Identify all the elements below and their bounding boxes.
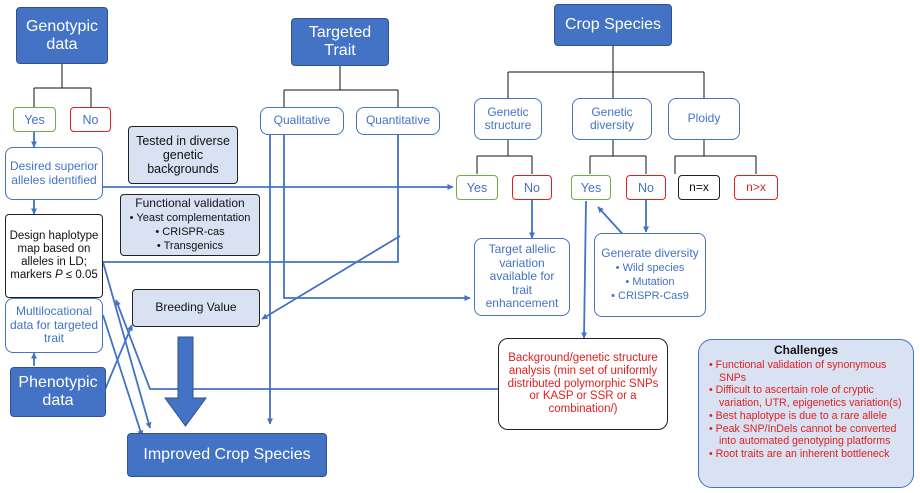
generate-diversity-title: Generate diversity	[601, 245, 699, 260]
yes-label: Yes	[24, 112, 45, 127]
list-item: Best haplotype is due to a rare allele	[707, 410, 905, 423]
targeted-trait-label: Targeted Trait	[308, 24, 372, 59]
qualitative-box: Qualitative	[260, 107, 344, 135]
list-item: Yeast complementation	[130, 212, 250, 226]
target-allelic-label: Target allelic variation available for t…	[485, 242, 559, 311]
list-item: CRISPR-Cas9	[611, 290, 689, 304]
desired-alleles-box: Desired superior alleles identified	[5, 147, 103, 200]
multilocational-box: Multilocational data for targeted trait	[5, 298, 103, 353]
tested-diverse-label: Tested in diverse genetic backgrounds	[136, 134, 230, 176]
structure-yes-box: Yes	[456, 175, 498, 200]
quantitative-box: Quantitative	[356, 107, 440, 135]
yes-label: Yes	[580, 180, 602, 195]
generate-diversity-list: Wild species Mutation CRISPR-Cas9	[611, 262, 689, 303]
phenotypic-data-box: Phenotypic data	[10, 367, 106, 417]
genotypic-yes-box: Yes	[13, 107, 56, 132]
targeted-trait-box: Targeted Trait	[291, 18, 389, 66]
improved-crop-species-box: Improved Crop Species	[127, 433, 327, 477]
crop-species-box: Crop Species	[554, 4, 672, 46]
ploidy-label: Ploidy	[687, 111, 721, 126]
diversity-yes-box: Yes	[571, 175, 611, 200]
big-down-arrow	[164, 336, 207, 427]
design-haplotype-threshold: ≤ 0.05	[62, 268, 98, 281]
functional-validation-list: Yeast complementation CRISPR-cas Transge…	[130, 212, 251, 254]
functional-validation-box: Functional validation Yeast complementat…	[120, 194, 260, 256]
tested-diverse-box: Tested in diverse genetic backgrounds	[128, 126, 238, 184]
list-item: CRISPR-cas	[130, 226, 251, 240]
no-label: No	[638, 180, 654, 195]
n-greater-x-label: n>x	[746, 179, 766, 194]
list-item: Difficult to ascertain role of cryptic v…	[707, 384, 905, 409]
genetic-structure-label: Genetic structure	[484, 104, 532, 132]
design-haplotype-text: Design haplotype map based on alleles in…	[9, 230, 99, 281]
n-equals-x-label: n=x	[689, 179, 709, 194]
crop-species-label: Crop Species	[564, 16, 662, 34]
list-item: Wild species	[611, 262, 689, 276]
generate-diversity-box: Generate diversity Wild species Mutation…	[594, 233, 706, 317]
functional-validation-title: Functional validation	[135, 195, 245, 210]
target-allelic-box: Target allelic variation available for t…	[474, 238, 570, 316]
breeding-value-label: Breeding Value	[155, 300, 237, 315]
challenges-list: Functional validation of synonymous SNPs…	[707, 359, 905, 461]
design-haplotype-box: Design haplotype map based on alleles in…	[5, 214, 103, 298]
list-item: Peak SNP/InDels cannot be converted into…	[707, 423, 905, 448]
background-analysis-box: Background/genetic structure analysis (m…	[498, 338, 668, 430]
background-analysis-label: Background/genetic structure analysis (m…	[507, 351, 659, 416]
no-label: No	[82, 112, 99, 127]
desired-alleles-label: Desired superior alleles identified	[9, 159, 99, 187]
phenotypic-data-label: Phenotypic data	[18, 374, 98, 409]
genetic-structure-box: Genetic structure	[474, 98, 542, 140]
list-item: Mutation	[611, 276, 689, 290]
ploidy-n-equals-x-box: n=x	[678, 175, 720, 200]
genotypic-no-box: No	[70, 107, 111, 132]
multilocational-label: Multilocational data for targeted trait	[9, 304, 99, 346]
improved-crop-species-label: Improved Crop Species	[143, 446, 311, 464]
structure-no-box: No	[512, 175, 552, 200]
list-item: Functional validation of synonymous SNPs	[707, 359, 905, 384]
design-haplotype-label: Design haplotype map based on alleles in…	[9, 230, 99, 282]
ploidy-n-greater-x-box: n>x	[734, 175, 778, 200]
list-item: Transgenics	[130, 240, 251, 254]
p-value-symbol: P	[54, 268, 63, 281]
breeding-value-box: Breeding Value	[132, 289, 260, 327]
genetic-diversity-box: Genetic diversity	[572, 98, 652, 140]
ploidy-box: Ploidy	[668, 98, 740, 140]
genotypic-data-label: Genotypic data	[25, 17, 99, 53]
challenges-box: Challenges Functional validation of syno…	[698, 339, 914, 488]
genetic-diversity-label: Genetic diversity	[589, 104, 634, 132]
diversity-no-box: No	[626, 175, 666, 200]
list-item: Root traits are an inherent bottleneck	[707, 448, 905, 461]
yes-label: Yes	[466, 180, 488, 195]
qualitative-label: Qualitative	[273, 113, 331, 128]
challenges-title: Challenges	[773, 343, 839, 357]
genotypic-data-box: Genotypic data	[16, 7, 108, 64]
quantitative-label: Quantitative	[365, 113, 431, 128]
no-label: No	[524, 180, 540, 195]
